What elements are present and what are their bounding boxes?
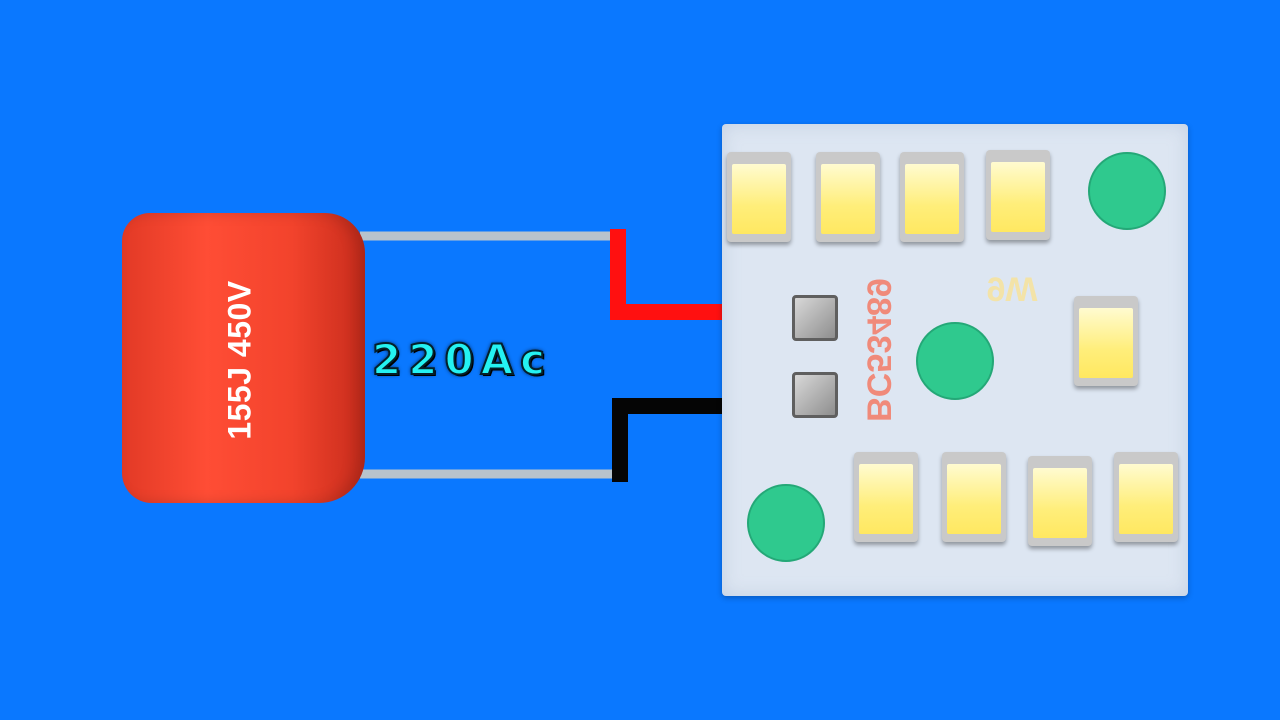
board-part-number: BC53489: [859, 278, 898, 422]
mounting-dot: [1088, 152, 1166, 230]
led-chip: [1074, 296, 1138, 386]
solder-pad-top: [792, 295, 838, 341]
led-chip: [1028, 456, 1092, 546]
led-chip: [900, 152, 964, 242]
led-chip: [727, 152, 791, 242]
film-capacitor: [122, 213, 365, 503]
mounting-dot: [747, 484, 825, 562]
capacitor-label: 155J 450V: [221, 280, 258, 440]
solder-pad-bottom: [792, 372, 838, 418]
led-chip: [816, 152, 880, 242]
mounting-dot: [916, 322, 994, 400]
supply-voltage-label: 220Ac: [371, 334, 553, 385]
led-chip: [1114, 452, 1178, 542]
board-power-marking: 9W: [986, 269, 1038, 308]
led-chip: [854, 452, 918, 542]
led-chip: [986, 150, 1050, 240]
led-chip: [942, 452, 1006, 542]
